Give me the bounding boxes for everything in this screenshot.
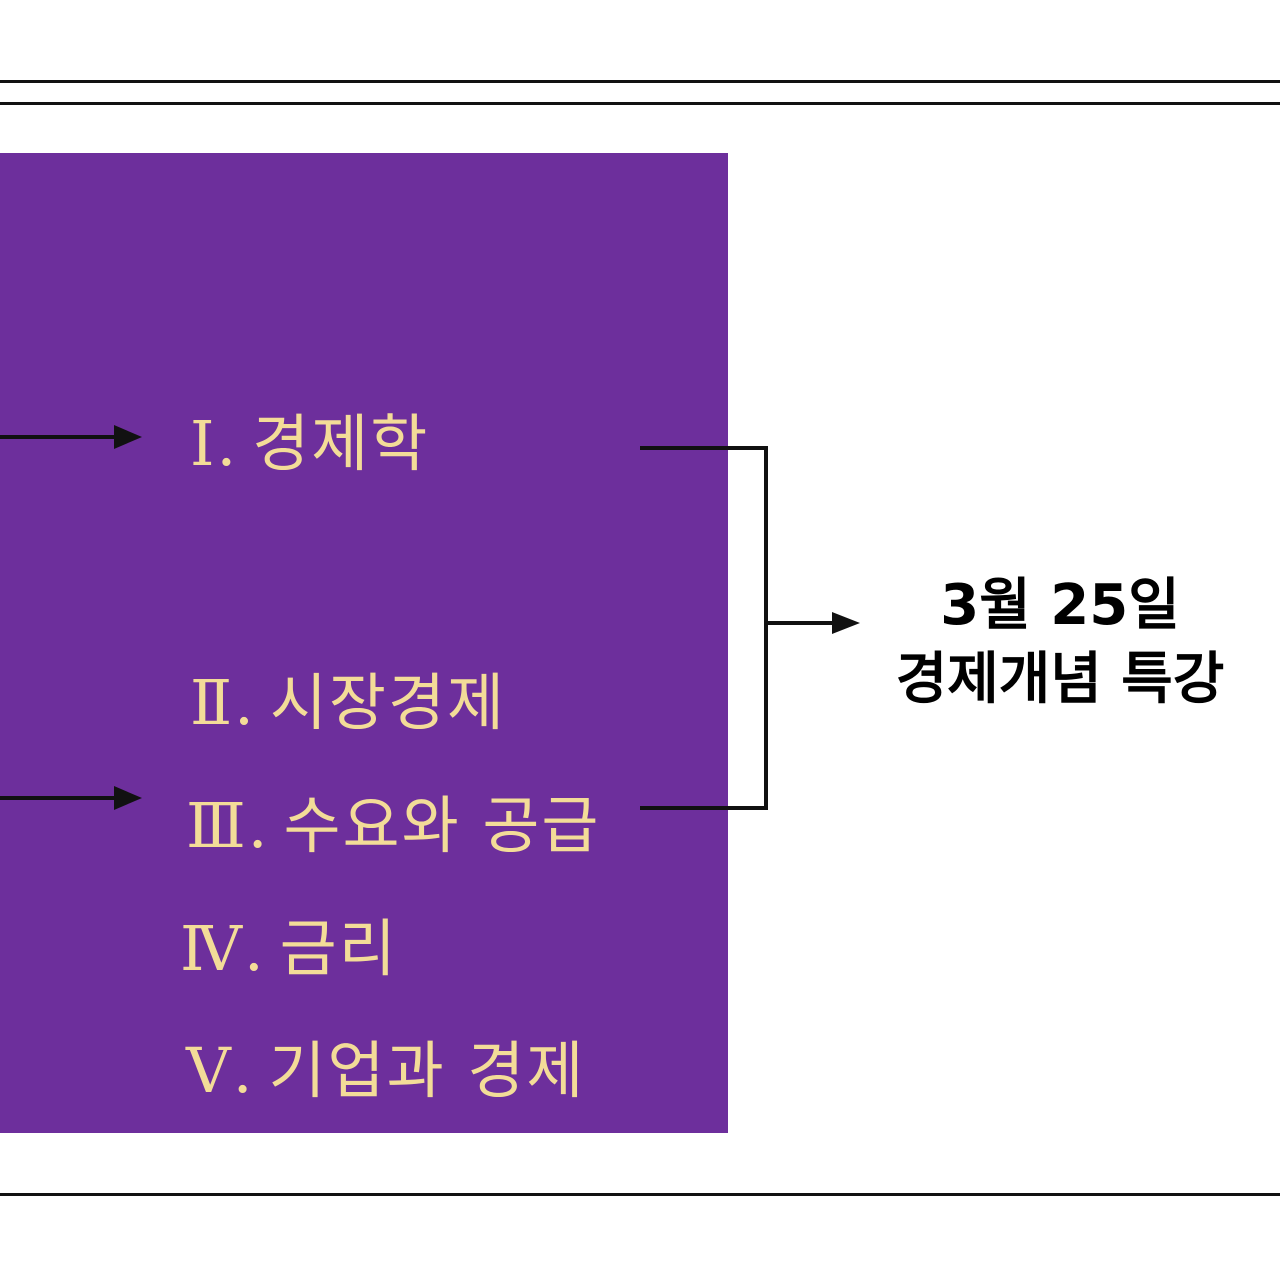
arrow-right-icon [0,786,142,810]
topic-item-2-number: Ⅱ. [190,666,256,739]
topic-item-3-label: 수요와 공급 [283,789,601,862]
topic-item-4-number: Ⅳ. [180,912,266,985]
topic-item-2-label: 시장경제 [269,666,507,739]
topic-item-3-number: Ⅲ. [186,789,270,862]
topic-item-4: Ⅳ.금리 [180,918,398,980]
topic-item-5: Ⅴ.기업과 경제 [186,1040,585,1102]
topic-item-5-number: Ⅴ. [186,1034,255,1107]
arrow-right-icon [0,425,142,449]
topic-panel [0,153,728,1133]
arrow-right-icon [766,612,860,634]
topic-item-1-number: Ⅰ. [190,407,239,480]
bracket-connector-icon [640,446,768,810]
topic-item-2: Ⅱ.시장경제 [190,672,506,734]
topic-item-5-label: 기업과 경제 [268,1034,586,1107]
top-rule-lower [0,102,1280,105]
topic-item-1: Ⅰ.경제학 [190,413,429,475]
topic-item-4-label: 금리 [279,912,398,985]
lecture-title: 경제개념 특강 [895,647,1225,712]
topic-item-1-label: 경제학 [252,407,430,480]
bottom-rule [0,1193,1280,1196]
top-rule-upper [0,80,1280,83]
lecture-date: 3월 25일 [940,573,1180,638]
topic-item-3: Ⅲ.수요와 공급 [186,795,600,857]
